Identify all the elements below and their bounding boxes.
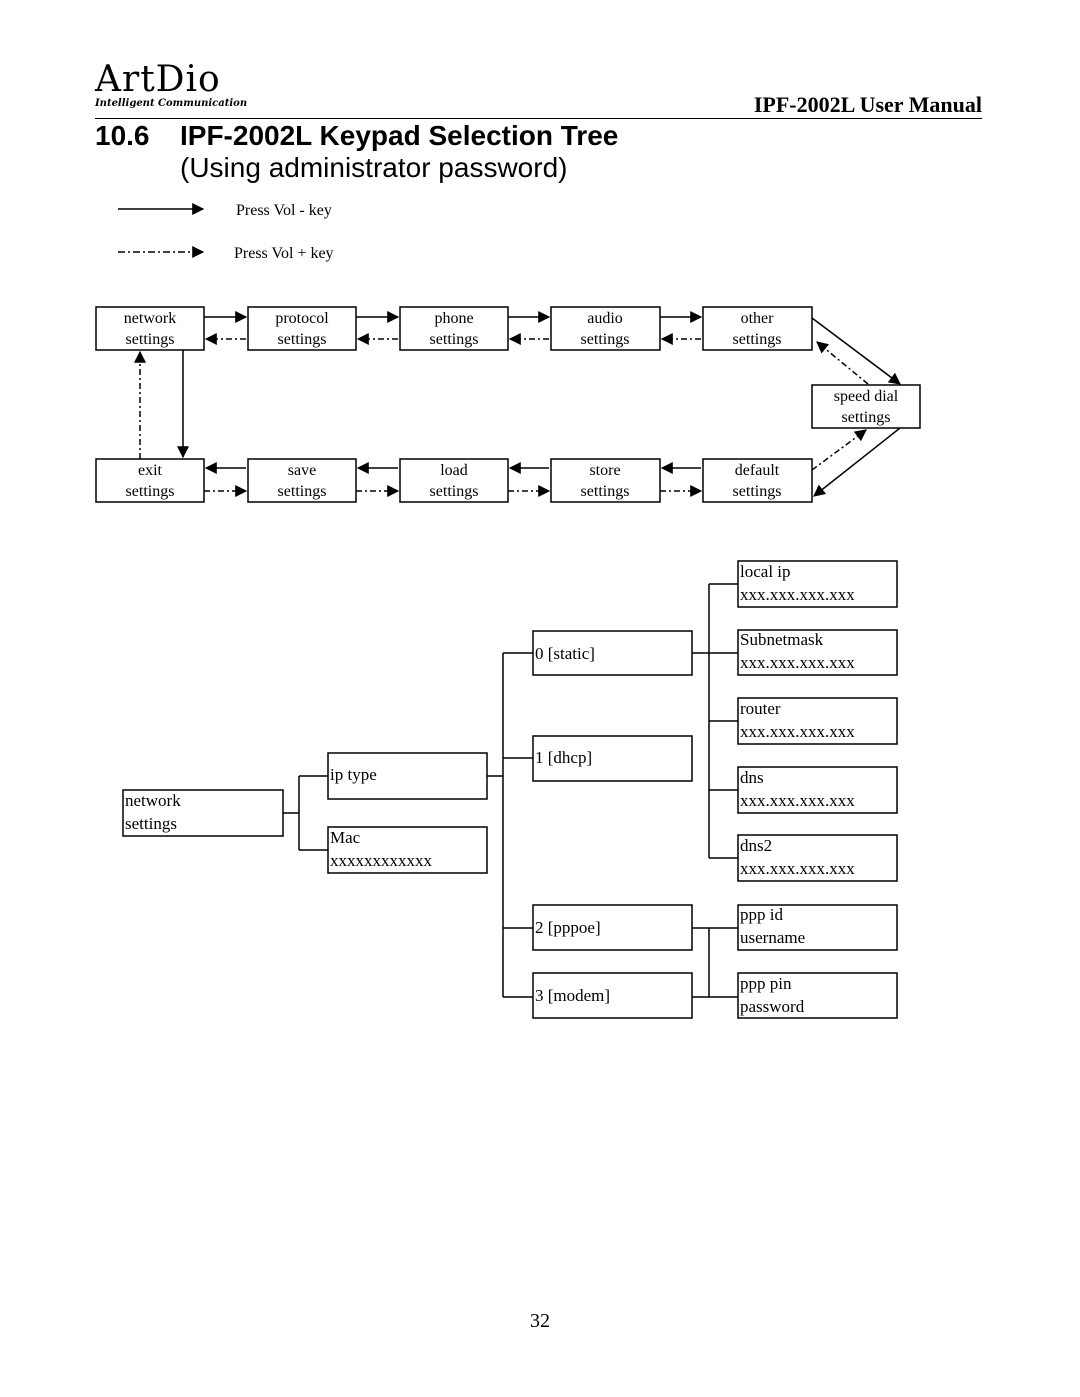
svg-text:0 [static]: 0 [static] xyxy=(535,644,595,663)
svg-text:exit: exit xyxy=(138,462,163,479)
svg-text:xxx.xxx.xxx.xxx: xxx.xxx.xxx.xxx xyxy=(740,585,855,604)
svg-text:settings: settings xyxy=(733,483,782,500)
svg-text:3 [modem]: 3 [modem] xyxy=(535,986,610,1005)
svg-text:dns: dns xyxy=(740,768,764,787)
svg-text:1 [dhcp]: 1 [dhcp] xyxy=(535,748,592,767)
menu-box-default: default settings xyxy=(702,458,813,503)
svg-text:settings: settings xyxy=(842,409,891,426)
svg-text:other: other xyxy=(741,310,775,327)
svg-text:2 [pppoe]: 2 [pppoe] xyxy=(535,918,601,937)
menu-box-speed-dial: speed dial settings xyxy=(811,384,921,429)
svg-text:xxx.xxx.xxx.xxx: xxx.xxx.xxx.xxx xyxy=(740,859,855,878)
right-diagonal-arrows xyxy=(811,317,901,497)
page-number: 32 xyxy=(530,1310,550,1332)
svg-text:protocol: protocol xyxy=(275,310,329,327)
menu-box-network: network settings xyxy=(95,306,205,351)
svg-text:audio: audio xyxy=(587,310,623,327)
menu-box-store: store settings xyxy=(550,458,661,503)
tree-node-dhcp: 1 [dhcp] xyxy=(532,735,693,782)
svg-text:dns2: dns2 xyxy=(740,836,772,855)
tree-node-ip-type: ip type xyxy=(327,752,488,800)
left-vertical-arrows xyxy=(134,350,189,459)
svg-text:router: router xyxy=(740,699,781,718)
section-subtitle: (Using administrator password) xyxy=(180,152,568,183)
svg-text:settings: settings xyxy=(581,331,630,348)
svg-text:default: default xyxy=(735,462,780,479)
svg-text:settings: settings xyxy=(125,814,177,833)
tree-node-dns: dns xxx.xxx.xxx.xxx xyxy=(737,766,898,814)
logo-tagline: Intelligent Communication xyxy=(95,98,248,109)
tree-node-ppp-pin: ppp pin password xyxy=(737,972,898,1019)
svg-text:network: network xyxy=(124,310,176,327)
legend: Press Vol - key Press Vol + key xyxy=(118,202,334,262)
legend-dashed-label: Press Vol + key xyxy=(234,245,334,262)
menu-box-audio: audio settings xyxy=(550,306,661,351)
svg-text:Mac: Mac xyxy=(330,828,361,847)
svg-text:ppp pin: ppp pin xyxy=(740,974,792,993)
tree-node-router: router xxx.xxx.xxx.xxx xyxy=(737,697,898,745)
svg-text:network: network xyxy=(125,791,181,810)
menu-box-protocol: protocol settings xyxy=(247,306,357,351)
menu-box-load: load settings xyxy=(399,458,509,503)
tree-node-ppp-id: ppp id username xyxy=(737,904,898,951)
svg-text:settings: settings xyxy=(733,331,782,348)
ppp-connectors xyxy=(692,927,738,998)
svg-text:xxx.xxx.xxx.xxx: xxx.xxx.xxx.xxx xyxy=(740,791,855,810)
svg-text:settings: settings xyxy=(126,483,175,500)
header-rule xyxy=(95,118,982,119)
svg-text:settings: settings xyxy=(581,483,630,500)
svg-text:xxx.xxx.xxx.xxx: xxx.xxx.xxx.xxx xyxy=(740,653,855,672)
section-number: 10.6 xyxy=(95,120,150,151)
svg-text:settings: settings xyxy=(278,331,327,348)
logo-wordmark: ArtDio xyxy=(95,59,221,100)
tree-root-network-settings: network settings xyxy=(122,789,284,837)
svg-text:settings: settings xyxy=(126,331,175,348)
top-row-arrows xyxy=(204,311,703,345)
svg-text:settings: settings xyxy=(278,483,327,500)
menu-box-phone: phone settings xyxy=(399,306,509,351)
svg-text:speed dial: speed dial xyxy=(834,388,899,405)
menu-box-exit: exit settings xyxy=(95,458,205,503)
menu-loop: network settings protocol settings phone… xyxy=(95,306,921,503)
manual-title: IPF-2002L User Manual xyxy=(753,92,982,117)
svg-text:phone: phone xyxy=(434,310,473,327)
root-connectors xyxy=(283,775,328,851)
svg-text:local ip: local ip xyxy=(740,562,791,581)
tree-node-subnetmask: Subnetmask xxx.xxx.xxx.xxx xyxy=(737,629,898,676)
legend-solid-label: Press Vol - key xyxy=(236,202,332,219)
tree-node-dns2: dns2 xxx.xxx.xxx.xxx xyxy=(737,834,898,882)
svg-text:username: username xyxy=(740,928,805,947)
svg-text:settings: settings xyxy=(430,331,479,348)
network-tree: network settings ip type Mac xxxxxxxxxxx… xyxy=(122,560,898,1019)
svg-text:load: load xyxy=(440,462,468,479)
section-title: IPF-2002L Keypad Selection Tree xyxy=(180,120,619,151)
svg-text:xxxxxxxxxxxx: xxxxxxxxxxxx xyxy=(330,851,433,870)
tree-node-modem: 3 [modem] xyxy=(532,972,693,1019)
tree-node-local-ip: local ip xxx.xxx.xxx.xxx xyxy=(737,560,898,608)
artdio-logo: ArtDio Intelligent Communication xyxy=(95,60,255,110)
bottom-row-arrows xyxy=(204,462,703,497)
tree-node-mac: Mac xxxxxxxxxxxx xyxy=(327,826,488,874)
svg-text:ip type: ip type xyxy=(330,765,377,784)
menu-box-other: other settings xyxy=(702,306,813,351)
svg-text:store: store xyxy=(589,462,620,479)
tree-node-static: 0 [static] xyxy=(532,630,693,676)
svg-text:password: password xyxy=(740,997,805,1016)
svg-text:save: save xyxy=(288,462,316,479)
static-connectors xyxy=(692,583,738,859)
svg-text:ppp id: ppp id xyxy=(740,905,783,924)
svg-text:xxx.xxx.xxx.xxx: xxx.xxx.xxx.xxx xyxy=(740,722,855,741)
ip-type-connectors xyxy=(487,652,533,998)
tree-node-pppoe: 2 [pppoe] xyxy=(532,904,693,951)
svg-text:settings: settings xyxy=(430,483,479,500)
menu-box-save: save settings xyxy=(247,458,357,503)
svg-text:Subnetmask: Subnetmask xyxy=(740,630,824,649)
